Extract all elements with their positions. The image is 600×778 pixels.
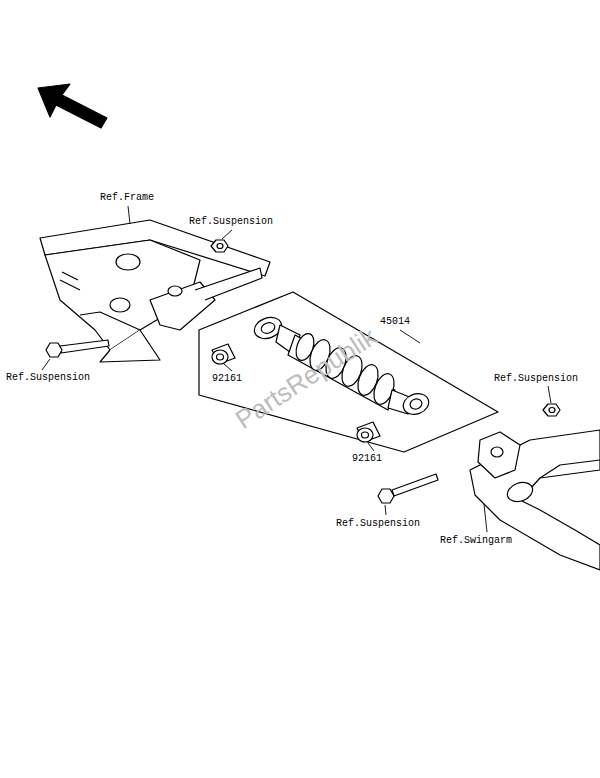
part-reference: Ref.Swingarm: [440, 535, 512, 547]
nut: [211, 240, 228, 252]
part-reference: Ref.Suspension: [336, 518, 420, 530]
bushing: [357, 422, 380, 442]
kit-bracket: [199, 292, 498, 452]
callout-number: 92161: [212, 373, 242, 385]
direction-arrow: [38, 84, 107, 128]
callout-number: 45014: [380, 316, 410, 328]
part-reference: Ref.Suspension: [189, 216, 273, 228]
leader-line: [42, 206, 551, 532]
swingarm: [470, 430, 600, 570]
part-reference: Ref.Suspension: [494, 373, 578, 385]
frame: [40, 220, 270, 362]
bolt: [46, 340, 109, 357]
bolt: [378, 474, 438, 503]
bushing: [212, 344, 235, 364]
callout-number: 92161: [352, 453, 382, 465]
part-reference: Ref.Frame: [100, 192, 154, 204]
nut: [543, 404, 560, 416]
part-reference: Ref.Suspension: [6, 372, 90, 384]
